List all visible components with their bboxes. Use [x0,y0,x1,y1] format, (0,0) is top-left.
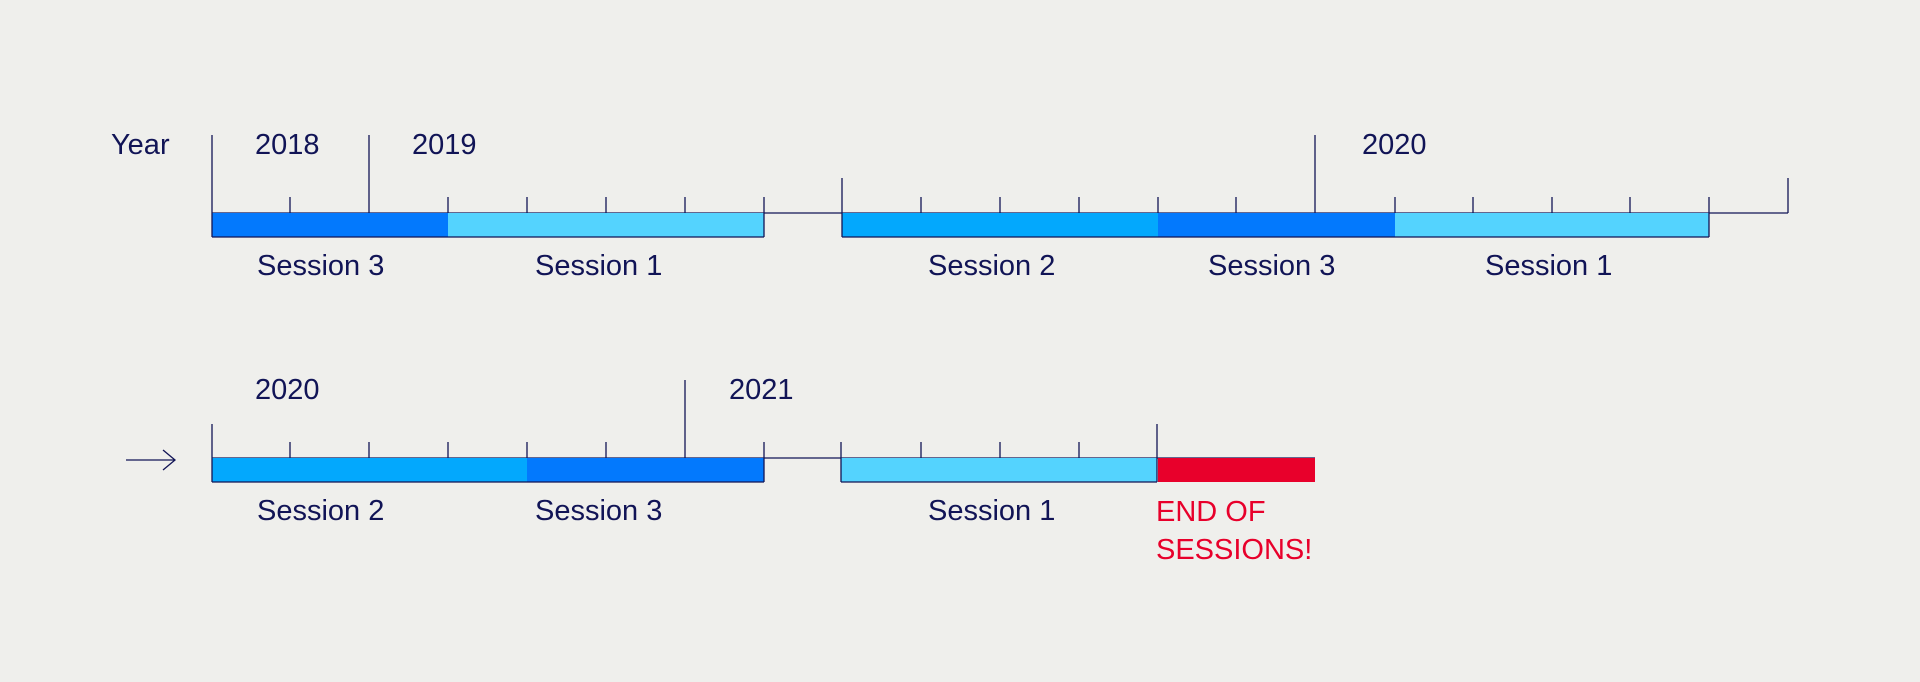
year-label: 2020 [1362,129,1427,161]
arrow-right-icon [126,449,177,471]
timeline-row-2: 2020 2021 Session 2 Session 3 Session 1 … [126,374,1315,566]
timeline-row-1: 2018 2019 2020 Session 3 Session 1 Sessi… [211,129,1789,282]
session-label: Session 1 [535,250,662,282]
year-label: 2020 [255,374,320,406]
end-of-sessions-label-line-2: SESSIONS! [1156,534,1312,566]
session-bar [212,213,448,237]
session-label: Session 2 [928,250,1055,282]
session-bar [1158,213,1395,237]
year-label: 2019 [412,129,477,161]
end-of-sessions-label-line-1: END OF [1156,496,1266,528]
session-label: Session 1 [1485,250,1612,282]
session-bar [448,213,764,237]
session-label: Session 3 [535,495,662,527]
session-bar [1395,213,1709,237]
session-bar [527,458,764,482]
year-label: 2018 [255,129,320,161]
session-bar [212,458,527,482]
session-bar [842,213,1158,237]
year-axis-label: Year [111,129,170,161]
session-bar [841,458,1157,482]
session-label: Session 3 [257,250,384,282]
session-label: Session 1 [928,495,1055,527]
session-label: Session 2 [257,495,384,527]
year-label: 2021 [729,374,794,406]
session-label: Session 3 [1208,250,1335,282]
end-of-sessions-bar [1158,458,1315,482]
